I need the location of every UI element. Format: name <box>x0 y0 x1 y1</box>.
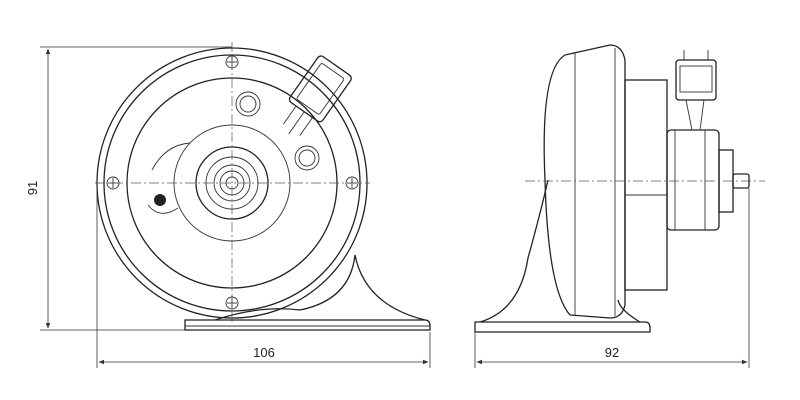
front-mounting-bracket <box>184 254 431 331</box>
height-dimension-label: 91 <box>25 181 40 195</box>
side-bell-outline <box>543 54 571 316</box>
side-depth-dimension-label: 92 <box>605 345 619 360</box>
dimension-height: 91 <box>25 46 232 331</box>
side-view <box>474 44 765 333</box>
adjuster-arc <box>151 142 191 171</box>
front-view <box>95 42 431 331</box>
vent-hole-upper <box>235 91 261 117</box>
side-mounting-bracket <box>474 179 651 333</box>
dimension-side-depth: 92 <box>474 188 750 368</box>
side-housing <box>564 44 626 319</box>
vent-hole-right <box>294 145 320 171</box>
side-connector <box>675 50 717 131</box>
dimension-front-width: 106 <box>96 183 431 368</box>
side-body <box>624 79 668 291</box>
front-width-dimension-label: 106 <box>253 345 275 360</box>
adjuster-screw <box>154 194 166 206</box>
front-connector <box>283 55 352 136</box>
